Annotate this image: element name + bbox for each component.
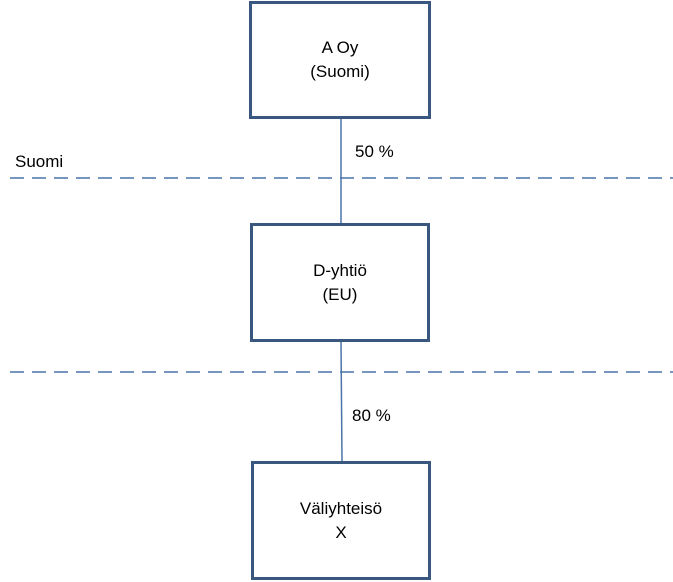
ownership-share-d-x: 80 %: [352, 406, 391, 425]
ownership-share-a-d: 50 %: [355, 142, 394, 161]
entity-location: (Suomi): [310, 62, 370, 81]
entity-name: D-yhtiö: [313, 260, 367, 280]
entity-name: Väliyhteisö: [299, 498, 383, 518]
entity-location: X: [335, 522, 347, 542]
connector-d-x: [340, 341, 343, 462]
entity-location: (EU): [322, 284, 358, 304]
entity-box-d-yhtio: D-yhtiö (EU): [250, 223, 430, 342]
entity-name: A Oy: [321, 38, 359, 57]
entity-box-valiyhteiso-x: Väliyhteisö X: [251, 461, 431, 580]
country-label-suomi: Suomi: [15, 152, 64, 171]
entity-box-a-oy: A Oy (Suomi): [249, 1, 431, 119]
